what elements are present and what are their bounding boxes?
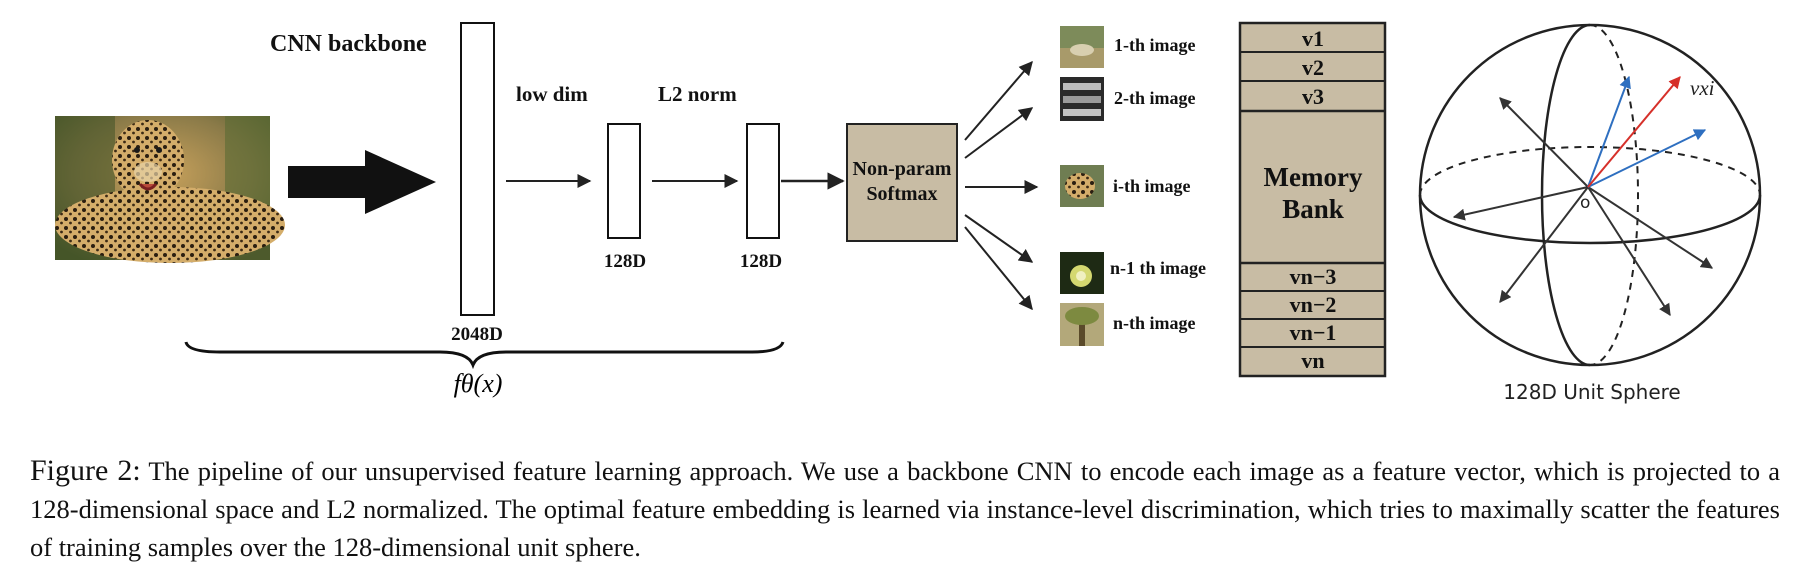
image-label-1: 1-th image — [1114, 35, 1195, 55]
function-label: fθ(x) — [454, 369, 503, 398]
sphere-vectors — [1452, 75, 1714, 317]
unit-sphere — [1418, 23, 1762, 367]
input-big-arrow — [288, 150, 436, 214]
image-label-n-1: n-1 th image — [1110, 258, 1206, 278]
bank-row-v3: v3 — [1302, 84, 1324, 109]
bank-title-line1: Memory — [1264, 162, 1363, 192]
bank-title-line2: Bank — [1282, 194, 1344, 224]
lowdim-block — [607, 123, 641, 239]
fanout-arrows — [964, 60, 1039, 311]
bank-row-v2: v2 — [1302, 55, 1324, 80]
lowdim-size-label: 128D — [604, 251, 646, 272]
backbone-dim-label: 2048D — [451, 324, 503, 345]
thumbnail-n-1 — [1060, 252, 1104, 294]
thumbnail-1 — [1060, 26, 1104, 68]
bank-row-vn-2: vn−2 — [1290, 292, 1337, 317]
softmax-label-line1: Non-param — [853, 158, 952, 180]
l2-norm-label: L2 norm — [658, 82, 737, 106]
thumbnail-n — [1060, 303, 1104, 346]
sphere-vector-label: vxi — [1690, 76, 1715, 100]
figure-caption-text: The pipeline of our unsupervised feature… — [30, 456, 1781, 562]
pipeline-diagram: CNN backbone 2048D low dim 128D L2 norm … — [55, 21, 1762, 404]
bank-row-vn-1: vn−1 — [1290, 320, 1337, 345]
softmax-label-line2: Softmax — [866, 183, 937, 205]
l2-size-label: 128D — [740, 251, 782, 272]
softmax-box — [846, 123, 958, 242]
image-label-2: 2-th image — [1114, 88, 1195, 108]
input-image-leopard — [55, 116, 285, 263]
figure-caption: Figure 2: The pipeline of our unsupervis… — [30, 452, 1780, 566]
image-label-i: i-th image — [1113, 176, 1190, 196]
bank-row-vn: vn — [1301, 348, 1324, 373]
figure-label: Figure 2: — [30, 454, 141, 487]
memory-bank — [1238, 21, 1387, 378]
bank-row-v1: v1 — [1302, 26, 1324, 51]
bank-row-vn-3: vn−3 — [1290, 264, 1337, 289]
thumbnail-2 — [1060, 77, 1104, 121]
low-dim-label: low dim — [516, 82, 588, 106]
image-label-n: n-th image — [1113, 313, 1196, 333]
sphere-caption: 128D Unit Sphere — [1503, 380, 1680, 404]
l2-block — [746, 123, 780, 239]
backbone-label: CNN backbone — [270, 31, 427, 57]
backbone-block — [460, 22, 495, 316]
backbone-brace — [184, 341, 785, 370]
thumbnail-i — [1060, 165, 1104, 207]
sphere-origin-label: o — [1580, 193, 1590, 213]
